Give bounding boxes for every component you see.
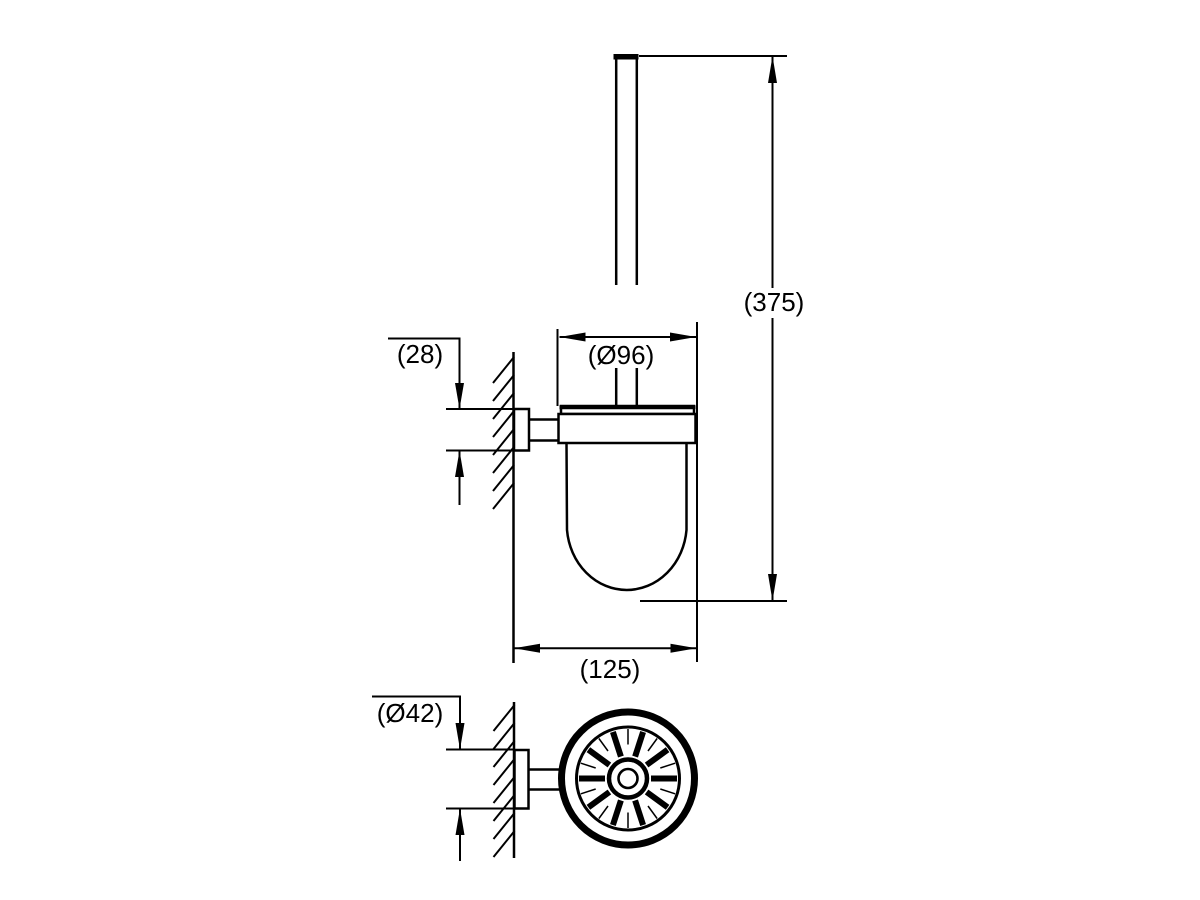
label-bg bbox=[586, 341, 656, 368]
dim-overall-height: (375) bbox=[639, 55, 807, 602]
wall-plate-top bbox=[513, 748, 530, 810]
dim-wall-plate-height: (28) bbox=[388, 337, 513, 505]
arrowhead-down bbox=[455, 723, 465, 750]
inner-ring bbox=[575, 725, 681, 832]
brush-handle bbox=[613, 54, 639, 406]
hub-hole bbox=[617, 767, 639, 790]
dim-rosette-diameter: (Ø42) bbox=[372, 695, 514, 861]
mounting-bracket-top bbox=[513, 748, 561, 810]
holder-top-wheel bbox=[558, 708, 698, 849]
top-view: (Ø42) bbox=[372, 695, 698, 861]
spokes bbox=[579, 730, 677, 827]
front-view: (375) (Ø96) (28) (125) bbox=[388, 54, 807, 684]
outer-ring bbox=[558, 708, 698, 849]
dim-label-overall-depth: (125) bbox=[580, 654, 641, 684]
glass-cup-front bbox=[565, 442, 688, 592]
arrowhead-right bbox=[670, 332, 696, 342]
mounting-bracket-front bbox=[512, 407, 559, 452]
wall-section-front bbox=[492, 352, 515, 663]
holder-ring-front bbox=[557, 404, 697, 445]
arrowhead-up bbox=[455, 808, 465, 835]
wall-hatching-top bbox=[492, 704, 516, 858]
spoke-ticks bbox=[580, 729, 676, 828]
arrowhead-down bbox=[455, 383, 464, 409]
dim-label-cup-diameter: (Ø96) bbox=[588, 340, 654, 370]
dim-overall-depth: (125) bbox=[514, 643, 697, 684]
arrowhead-up bbox=[455, 450, 464, 477]
dim-label-overall-height: (375) bbox=[744, 287, 805, 317]
handle-cap bbox=[613, 54, 639, 60]
arrowhead-right bbox=[670, 643, 697, 653]
arrowhead-left bbox=[559, 332, 586, 342]
wall-section-top bbox=[492, 702, 516, 858]
dim-label-rosette-diameter: (Ø42) bbox=[377, 698, 443, 728]
arrowhead-up bbox=[768, 56, 777, 83]
label-bg bbox=[741, 288, 807, 316]
wall-hatching-front bbox=[492, 356, 515, 510]
holder-band bbox=[557, 412, 697, 445]
wall-plate-front bbox=[512, 407, 531, 452]
dim-label-wall-plate-height: (28) bbox=[397, 339, 443, 369]
dim-cup-diameter: (Ø96) bbox=[556, 322, 698, 662]
arrowhead-left bbox=[514, 643, 540, 653]
arrowhead-down bbox=[768, 574, 777, 601]
